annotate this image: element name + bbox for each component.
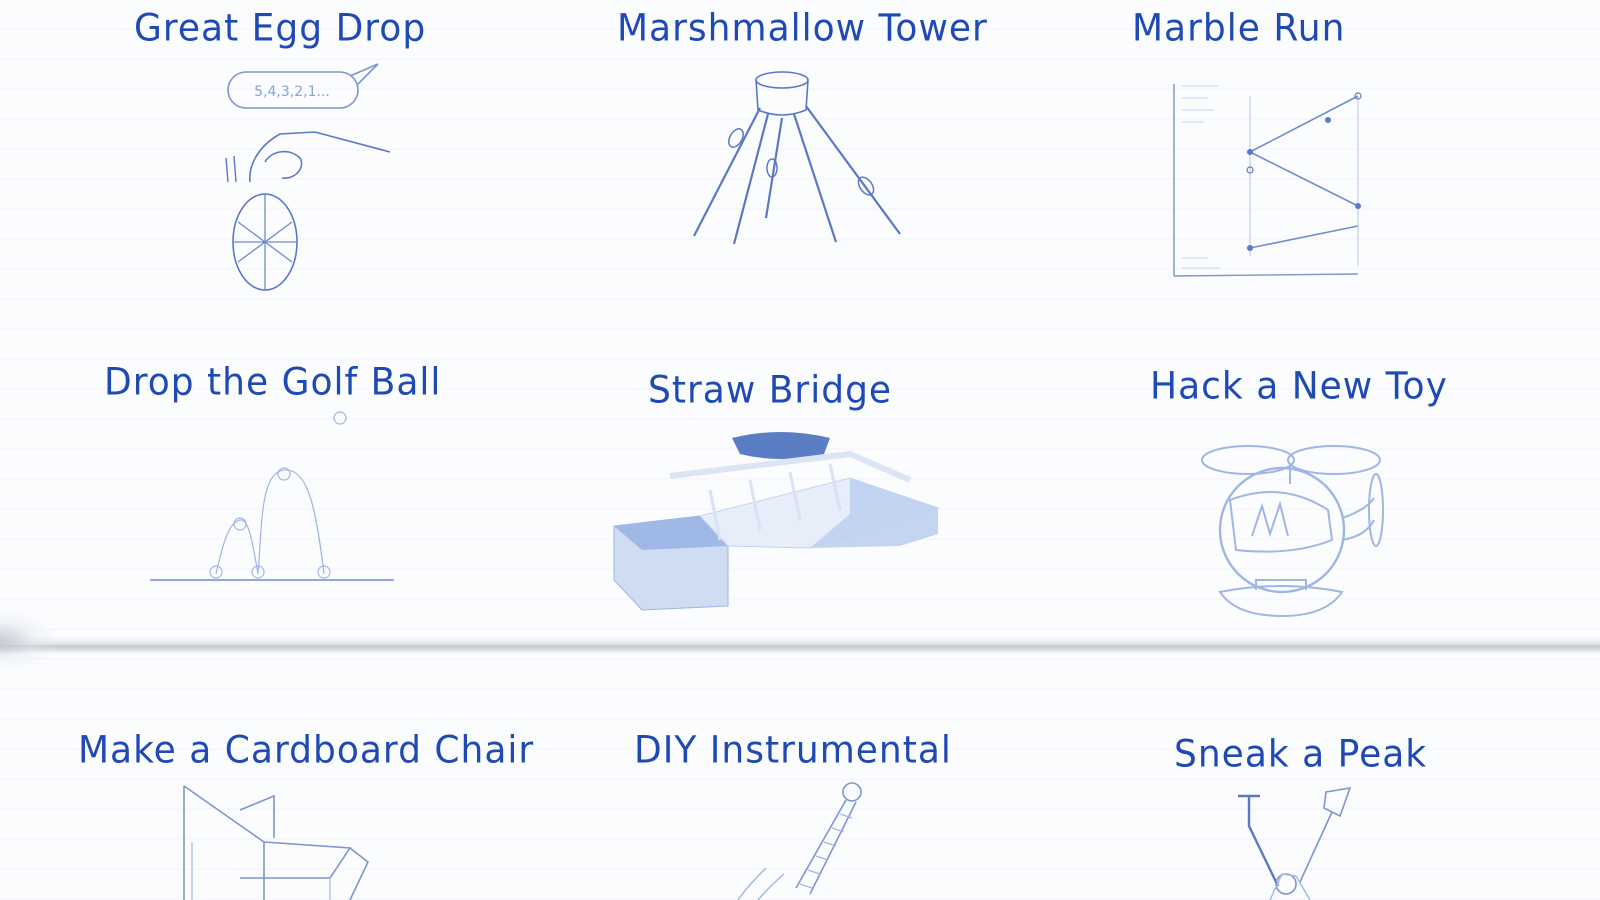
straw-bridge-sketch-icon bbox=[610, 432, 942, 616]
guitar-sketch-icon bbox=[736, 778, 876, 900]
activity-title-golf-ball: Drop the Golf Ball bbox=[104, 360, 442, 405]
activity-title-cardboard-chair: Make a Cardboard Chair bbox=[78, 728, 535, 773]
marshmallow-tower-sketch-icon bbox=[690, 68, 910, 248]
activity-title-hack-toy: Hack a New Toy bbox=[1150, 364, 1448, 409]
paper-fold-crease bbox=[0, 636, 1600, 654]
activity-title-diy-instrumental: DIY Instrumental bbox=[634, 728, 952, 773]
activity-title-marshmallow-tower: Marshmallow Tower bbox=[617, 6, 988, 51]
bouncing-ball-sketch-icon bbox=[148, 408, 398, 584]
activity-title-sneak-peak: Sneak a Peak bbox=[1174, 732, 1428, 777]
countdown-bubble-text: 5,4,3,2,1... bbox=[254, 84, 330, 100]
activity-title-straw-bridge: Straw Bridge bbox=[648, 368, 893, 413]
marble-run-sketch-icon bbox=[1168, 76, 1388, 286]
activity-title-marble-run: Marble Run bbox=[1132, 6, 1346, 51]
cardboard-chair-sketch-icon bbox=[180, 782, 380, 900]
paper-fold-shadow bbox=[0, 608, 60, 672]
egg-drop-sketch-icon: 5,4,3,2,1... bbox=[220, 62, 400, 297]
activity-title-egg-drop: Great Egg Drop bbox=[134, 6, 427, 51]
periscope-sketch-icon bbox=[1230, 786, 1380, 900]
helicopter-toy-sketch-icon bbox=[1196, 440, 1396, 622]
